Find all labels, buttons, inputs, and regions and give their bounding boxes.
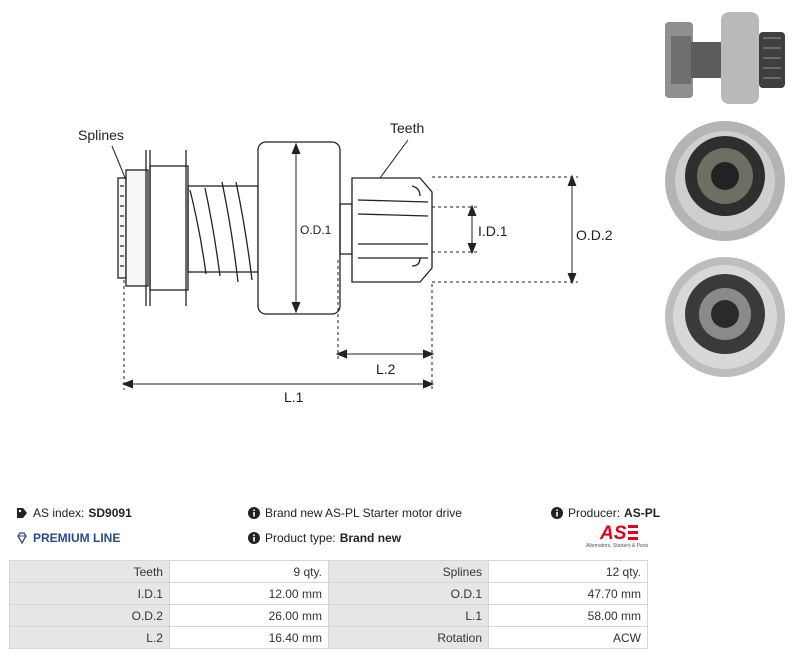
spec-label: L.1 [327, 604, 490, 627]
logo-tagline: Alternators, Starters & Parts [586, 543, 649, 549]
product-photo-front [665, 121, 785, 241]
neck [339, 203, 353, 255]
splines-leader [111, 145, 127, 181]
teeth-label: Teeth [390, 120, 424, 136]
teeth-leader [379, 139, 409, 179]
diamond-icon [17, 532, 27, 544]
spec-label: Teeth [9, 560, 170, 583]
technical-drawing: Splines Teeth O.D.1 I.D.1 O.D.2 L.2 L.1 [78, 120, 613, 405]
od2-label: O.D.2 [576, 227, 613, 243]
collar [149, 165, 189, 291]
spec-value: 9 qty. [168, 560, 329, 583]
spring-coils [189, 181, 253, 283]
spec-label: Splines [327, 560, 490, 583]
as-index: AS index: SD9091 [16, 506, 132, 520]
product-photo-back [665, 257, 785, 377]
spec-value: 47.70 mm [488, 582, 648, 605]
spec-label: Rotation [327, 626, 490, 649]
spec-value: 12 qty. [488, 560, 648, 583]
producer: Producer: AS-PL [551, 506, 660, 520]
producer-value: AS-PL [624, 506, 661, 520]
info-icon [248, 532, 260, 544]
l1-label: L.1 [284, 389, 304, 405]
spec-value: 26.00 mm [168, 604, 329, 627]
info-icon [551, 507, 563, 519]
product-photo-side [665, 12, 785, 104]
producer-label: Producer: [568, 506, 621, 520]
product-type-label: Product type: [265, 531, 336, 545]
description: Brand new AS-PL Starter motor drive [248, 506, 462, 520]
as-index-value: SD9091 [88, 506, 132, 520]
id1-label: I.D.1 [478, 223, 508, 239]
spec-label: I.D.1 [9, 582, 170, 605]
pinion [351, 177, 433, 283]
spec-value: ACW [488, 626, 648, 649]
product-type-value: Brand new [339, 531, 402, 545]
spline-flange [125, 169, 149, 287]
as-index-label: AS index: [33, 506, 85, 520]
logo-mark: AS [599, 523, 627, 542]
spec-label: L.2 [9, 626, 170, 649]
as-pl-logo: AS [599, 523, 638, 542]
product-type: Product type: Brand new [248, 531, 401, 545]
spline-plate [117, 177, 127, 279]
od1-label: O.D.1 [300, 223, 332, 237]
spec-value: 58.00 mm [488, 604, 648, 627]
premium-line-label: PREMIUM LINE [33, 531, 121, 545]
l2-label: L.2 [376, 361, 396, 377]
premium-line: PREMIUM LINE [16, 531, 120, 545]
spec-value: 16.40 mm [168, 626, 329, 649]
tag-icon [17, 508, 27, 518]
spec-label: O.D.1 [327, 582, 490, 605]
info-icon [248, 507, 260, 519]
description-text: Brand new AS-PL Starter motor drive [265, 506, 462, 520]
splines-label: Splines [78, 127, 124, 143]
spec-label: O.D.2 [9, 604, 170, 627]
spec-value: 12.00 mm [168, 582, 329, 605]
